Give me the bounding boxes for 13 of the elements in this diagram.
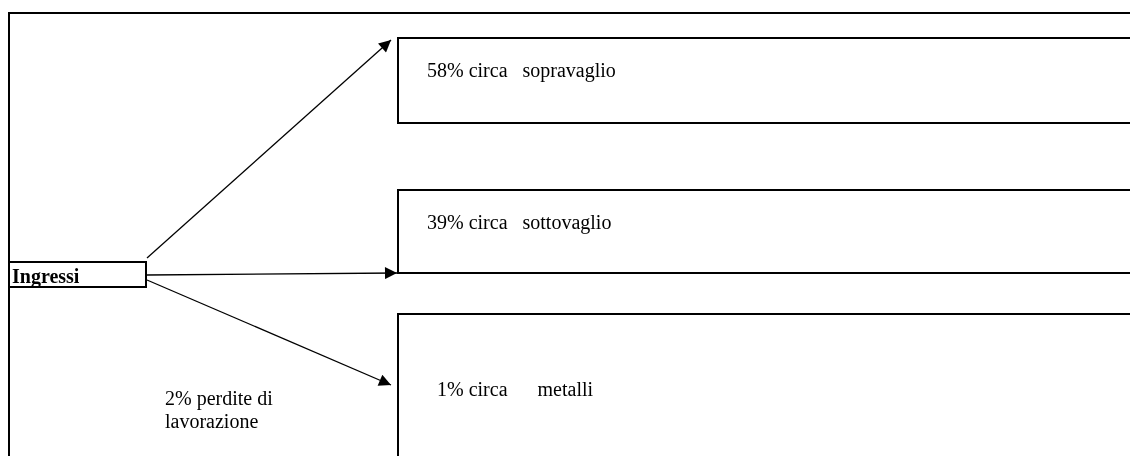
arrow (146, 267, 398, 280)
output-box (397, 189, 1130, 274)
note-text: 2% perdite di lavorazione (165, 387, 274, 433)
node-label: Ingressi (12, 265, 80, 287)
node-label: 58% circa sopravaglio (427, 59, 616, 81)
arrow (146, 39, 392, 259)
node-label: 39% circa sottovaglio (427, 211, 612, 233)
node-label: 1% circa metalli (437, 378, 594, 400)
output-box (397, 313, 1130, 456)
input-box (8, 261, 147, 288)
frame-box (8, 12, 1130, 456)
output-box (397, 37, 1130, 124)
arrow (146, 279, 392, 386)
